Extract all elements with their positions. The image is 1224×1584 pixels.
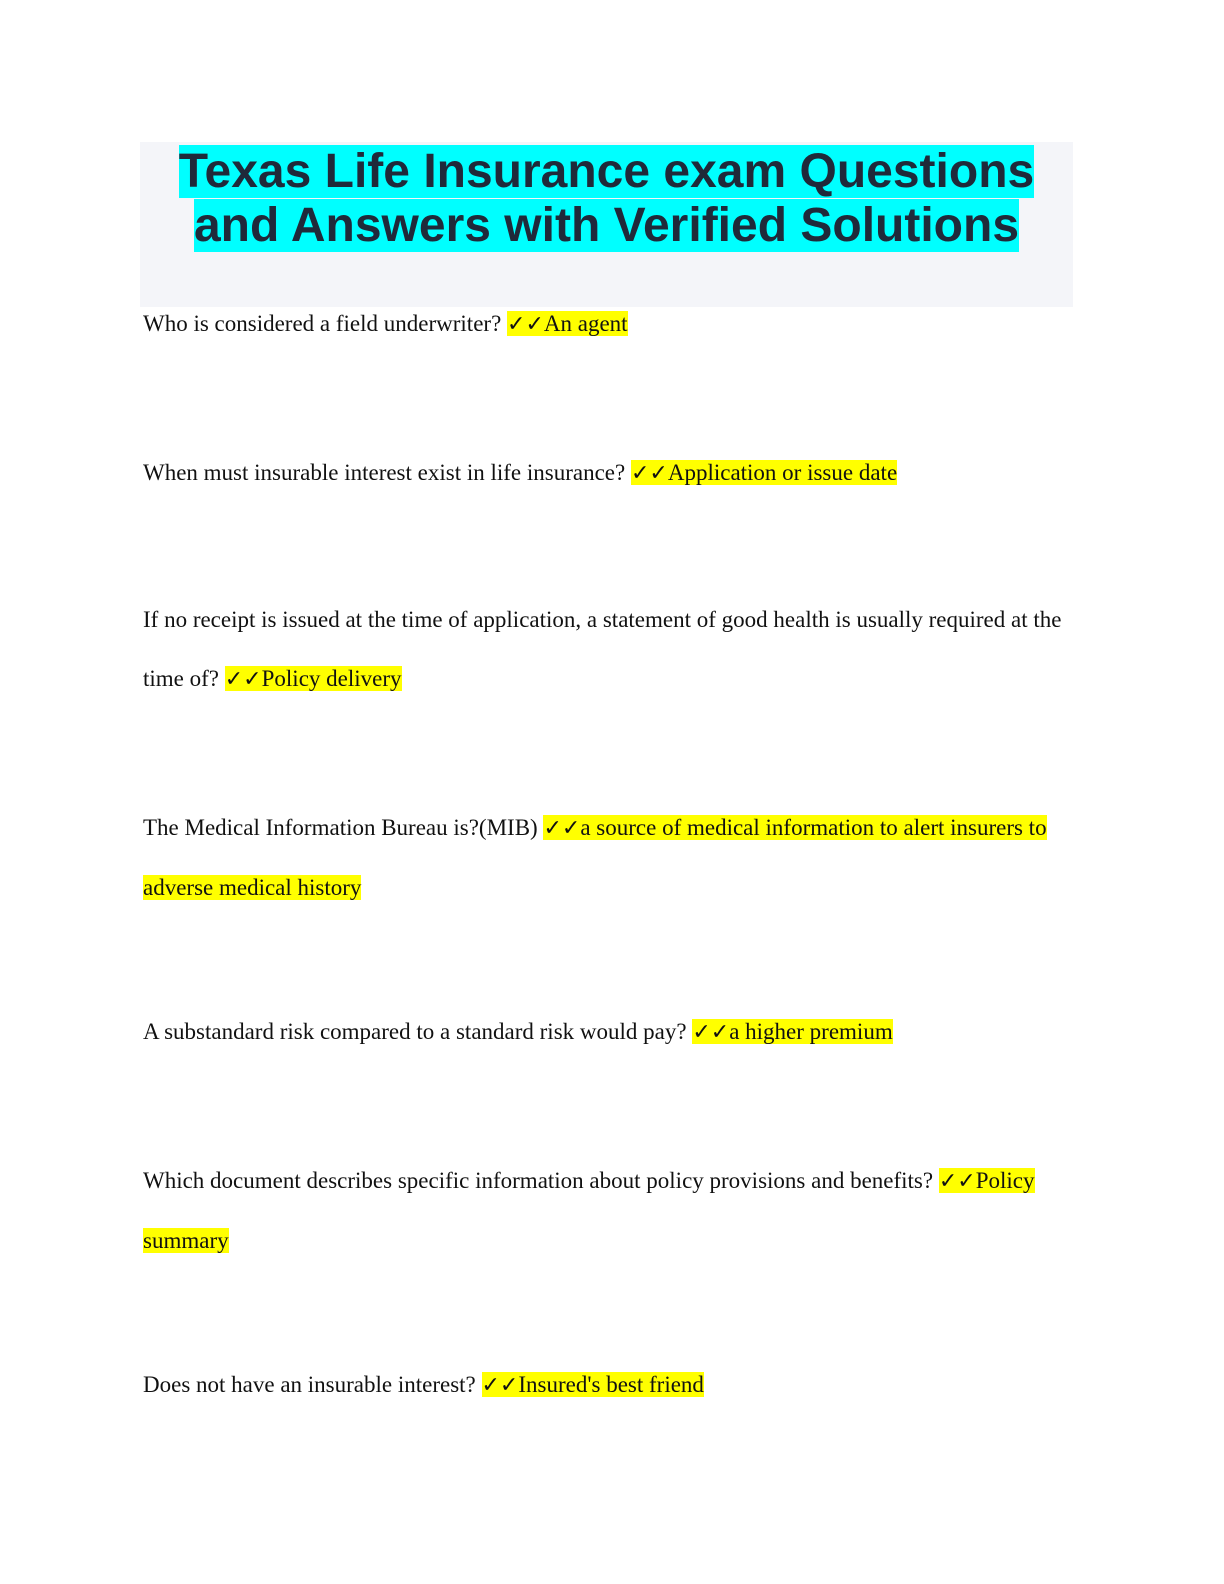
double-check-icon: ✓✓ (938, 1169, 976, 1194)
qa-item-4: The Medical Information Bureau is?(MIB) … (143, 798, 1073, 917)
answer-text: Insured's best friend (518, 1372, 704, 1397)
double-check-icon: ✓✓ (224, 667, 262, 692)
question-text: When must insurable interest exist in li… (143, 460, 631, 485)
double-check-icon: ✓✓ (630, 461, 668, 486)
question-text: If no receipt is issued at the time of a… (143, 607, 1062, 691)
qa-item-3: If no receipt is issued at the time of a… (143, 590, 1073, 709)
answer-text: a source of medical information to alert… (143, 815, 1047, 900)
answer-highlight: ✓✓a higher premium (692, 1019, 893, 1045)
answer-highlight: ✓✓Insured's best friend (481, 1372, 704, 1398)
question-text: Which document describes specific inform… (143, 1168, 939, 1193)
qa-item-7: Does not have an insurable interest? ✓✓I… (143, 1355, 1073, 1415)
qa-item-1: Who is considered a field underwriter? ✓… (143, 294, 1073, 354)
title-line-2: and Answers with Verified Solutions (193, 199, 1020, 252)
qa-item-5: A substandard risk compared to a standar… (143, 1002, 1073, 1062)
double-check-icon: ✓✓ (507, 312, 544, 337)
question-text: A substandard risk compared to a standar… (143, 1019, 693, 1044)
double-check-icon: ✓✓ (543, 816, 581, 841)
answer-text: Policy delivery (261, 666, 402, 691)
title-banner: Texas Life Insurance exam Questions and … (140, 142, 1073, 307)
document-title: Texas Life Insurance exam Questions and … (140, 142, 1073, 253)
answer-text: Policy summary (143, 1168, 1035, 1253)
answer-text: Application or issue date (667, 460, 898, 485)
qa-item-6: Which document describes specific inform… (143, 1151, 1073, 1270)
double-check-icon: ✓✓ (481, 1373, 519, 1398)
answer-highlight: ✓✓An agent (507, 311, 628, 337)
question-text: Does not have an insurable interest? (143, 1372, 482, 1397)
title-line-1: Texas Life Insurance exam Questions (178, 145, 1035, 198)
answer-text: An agent (543, 311, 628, 336)
answer-highlight: ✓✓Policy delivery (224, 666, 402, 692)
qa-item-2: When must insurable interest exist in li… (143, 443, 1073, 503)
double-check-icon: ✓✓ (692, 1020, 730, 1045)
answer-highlight: ✓✓Application or issue date (630, 460, 898, 486)
question-text: The Medical Information Bureau is?(MIB) (143, 815, 544, 840)
question-text: Who is considered a field underwriter? (143, 311, 508, 336)
answer-text: a higher premium (729, 1019, 893, 1044)
